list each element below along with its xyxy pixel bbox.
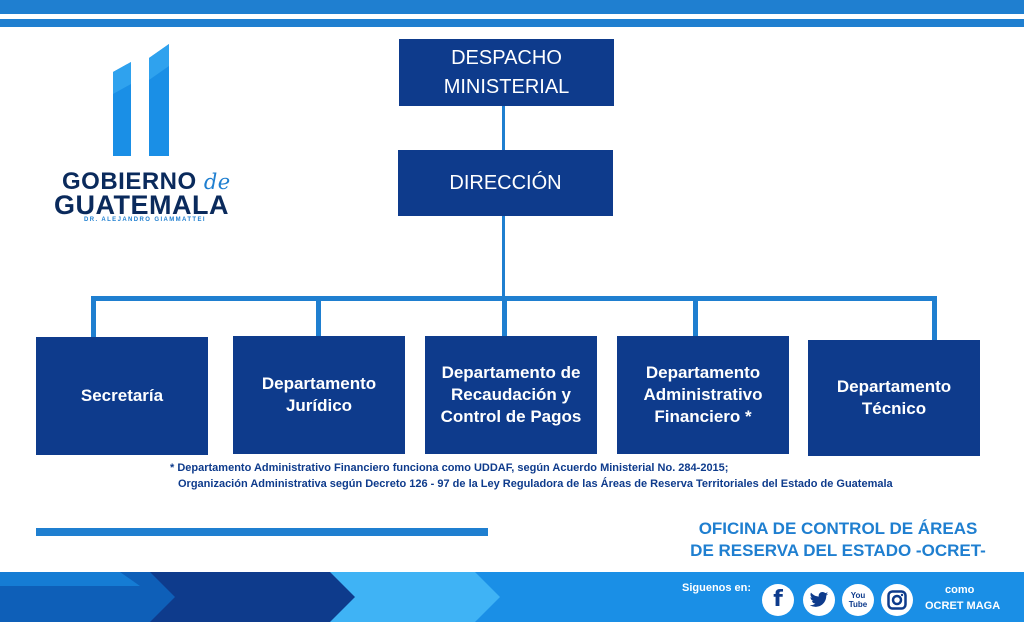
facebook-glyph: f xyxy=(773,587,783,612)
logo-line3: DR. ALEJANDRO GIAMMATTEI xyxy=(84,217,206,223)
youtube-icon[interactable]: You Tube xyxy=(842,584,874,616)
note-line1: * Departamento Administrativo Financiero… xyxy=(170,462,729,474)
connector-drop-2 xyxy=(316,296,321,338)
youtube-glyph: You Tube xyxy=(848,591,868,609)
office-line1: OFICINA DE CONTROL DE ÁREAS xyxy=(698,519,978,538)
instagram-icon[interactable] xyxy=(881,584,913,616)
twitter-bird-icon xyxy=(809,592,829,607)
connector-top xyxy=(502,105,505,151)
facebook-icon[interactable]: f xyxy=(762,584,794,616)
connector-middle xyxy=(502,215,505,299)
divider-bar xyxy=(36,528,488,536)
instagram-camera-icon xyxy=(887,590,907,610)
dept-recaudacion: Departamento de Recaudación y Control de… xyxy=(425,336,597,454)
despacho-box: DESPACHO MINISTERIAL xyxy=(399,39,614,106)
footer-decoration xyxy=(0,572,500,622)
office-line2: DE RESERVA DEL ESTADO -OCRET- xyxy=(690,541,986,560)
dept-administrativo-financiero: Departamento Administrativo Financiero * xyxy=(617,336,789,454)
connector-drop-1 xyxy=(91,296,96,338)
note-line2: Organización Administrativa según Decret… xyxy=(178,478,893,490)
dept-tecnico: Departamento Técnico xyxy=(808,340,980,456)
connector-horizontal xyxy=(91,296,937,301)
como-label: como xyxy=(945,584,975,596)
office-title: OFICINA DE CONTROL DE ÁREAS DE RESERVA D… xyxy=(668,518,1008,562)
dept-juridico: Departamento Jurídico xyxy=(233,336,405,454)
follow-label: Siguenos en: xyxy=(682,582,752,594)
top-line xyxy=(0,19,1024,27)
connector-drop-3 xyxy=(502,296,507,338)
logo-line2: GUATEMALA xyxy=(54,190,229,220)
gobierno-logo: GOBIERNO de GUATEMALA DR. ALEJANDRO GIAM… xyxy=(50,44,240,234)
handle-label: OCRET MAGA xyxy=(925,600,1001,612)
connector-drop-5 xyxy=(932,296,937,340)
twitter-icon[interactable] xyxy=(803,584,835,616)
connector-drop-4 xyxy=(693,296,698,338)
direccion-box: DIRECCIÓN xyxy=(398,150,613,216)
top-band xyxy=(0,0,1024,14)
logo-line1: GOBIERNO de xyxy=(62,168,231,195)
logo-bars-icon xyxy=(113,44,169,156)
dept-secretaria: Secretaría xyxy=(36,337,208,455)
